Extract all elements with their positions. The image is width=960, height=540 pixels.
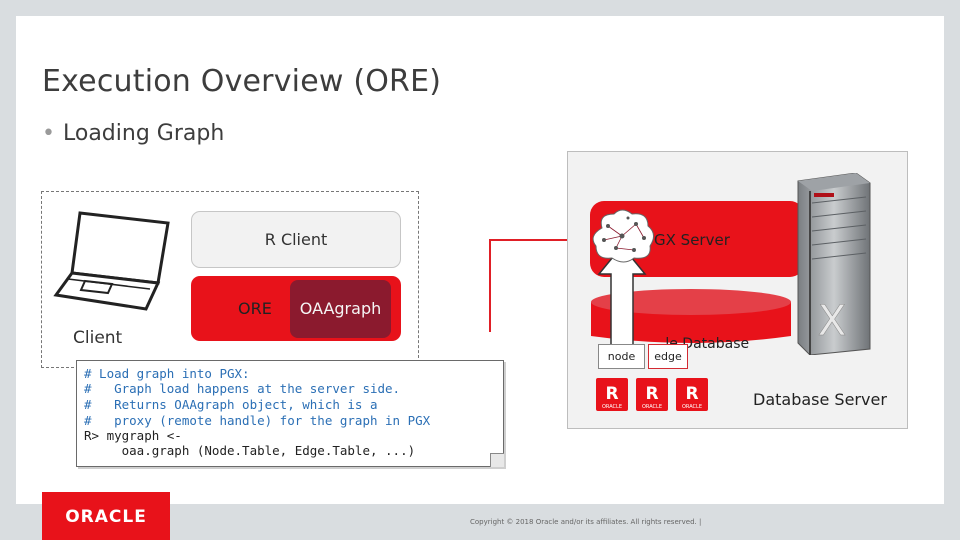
- oracle-logo-text: ORACLE: [65, 507, 147, 527]
- ore-r-icon: R ORACLE: [636, 378, 668, 411]
- laptop-icon: [53, 211, 170, 311]
- exadata-server-icon: X: [797, 173, 871, 355]
- code-line: # Graph load happens at the server side.: [84, 381, 401, 396]
- r-icon-letter: R: [645, 384, 658, 404]
- code-callout: [76, 360, 504, 467]
- r-icon-caption: ORACLE: [602, 404, 622, 410]
- ore-label: ORE: [238, 299, 272, 318]
- code-line: # proxy (remote handle) for the graph in…: [84, 413, 431, 428]
- oaagraph-box: OAAgraph: [290, 280, 391, 338]
- r-icon-letter: R: [685, 384, 698, 404]
- database-server-label: Database Server: [753, 390, 887, 409]
- oaagraph-label: OAAgraph: [299, 299, 382, 318]
- page-fold-icon: [490, 453, 504, 467]
- connector-line: [489, 239, 590, 241]
- connector-line: [489, 240, 491, 332]
- slide-title: Execution Overview (ORE): [42, 64, 442, 99]
- r-icon-letter: R: [605, 384, 618, 404]
- code-line: # Returns OAAgraph object, which is a: [84, 397, 378, 412]
- graph-cloud-icon: [592, 209, 654, 263]
- oracle-logo: ORACLE: [42, 492, 170, 540]
- ore-r-icon: R ORACLE: [676, 378, 708, 411]
- pgx-server-label: GX Server: [654, 231, 730, 249]
- bullet-dot-icon: •: [42, 121, 55, 146]
- r-client-label: R Client: [264, 230, 328, 249]
- bullet-item: • Loading Graph: [42, 121, 224, 146]
- code-line: R> mygraph <-: [84, 428, 182, 443]
- r-client-box: R Client: [191, 211, 401, 268]
- svg-text:X: X: [818, 296, 847, 345]
- edge-table-tag: edge: [648, 344, 688, 369]
- code-line: # Load graph into PGX:: [84, 366, 250, 381]
- database-cylinder-icon: [591, 289, 791, 343]
- copyright-notice: Copyright © 2018 Oracle and/or its affil…: [470, 518, 702, 526]
- r-icon-caption: ORACLE: [682, 404, 702, 410]
- client-label: Client: [73, 328, 123, 348]
- bullet-text: Loading Graph: [62, 121, 225, 146]
- ore-r-icon: R ORACLE: [596, 378, 628, 411]
- node-table-tag: node: [598, 344, 645, 369]
- code-line: oaa.graph (Node.Table, Edge.Table, ...): [84, 443, 416, 458]
- r-icon-caption: ORACLE: [642, 404, 662, 410]
